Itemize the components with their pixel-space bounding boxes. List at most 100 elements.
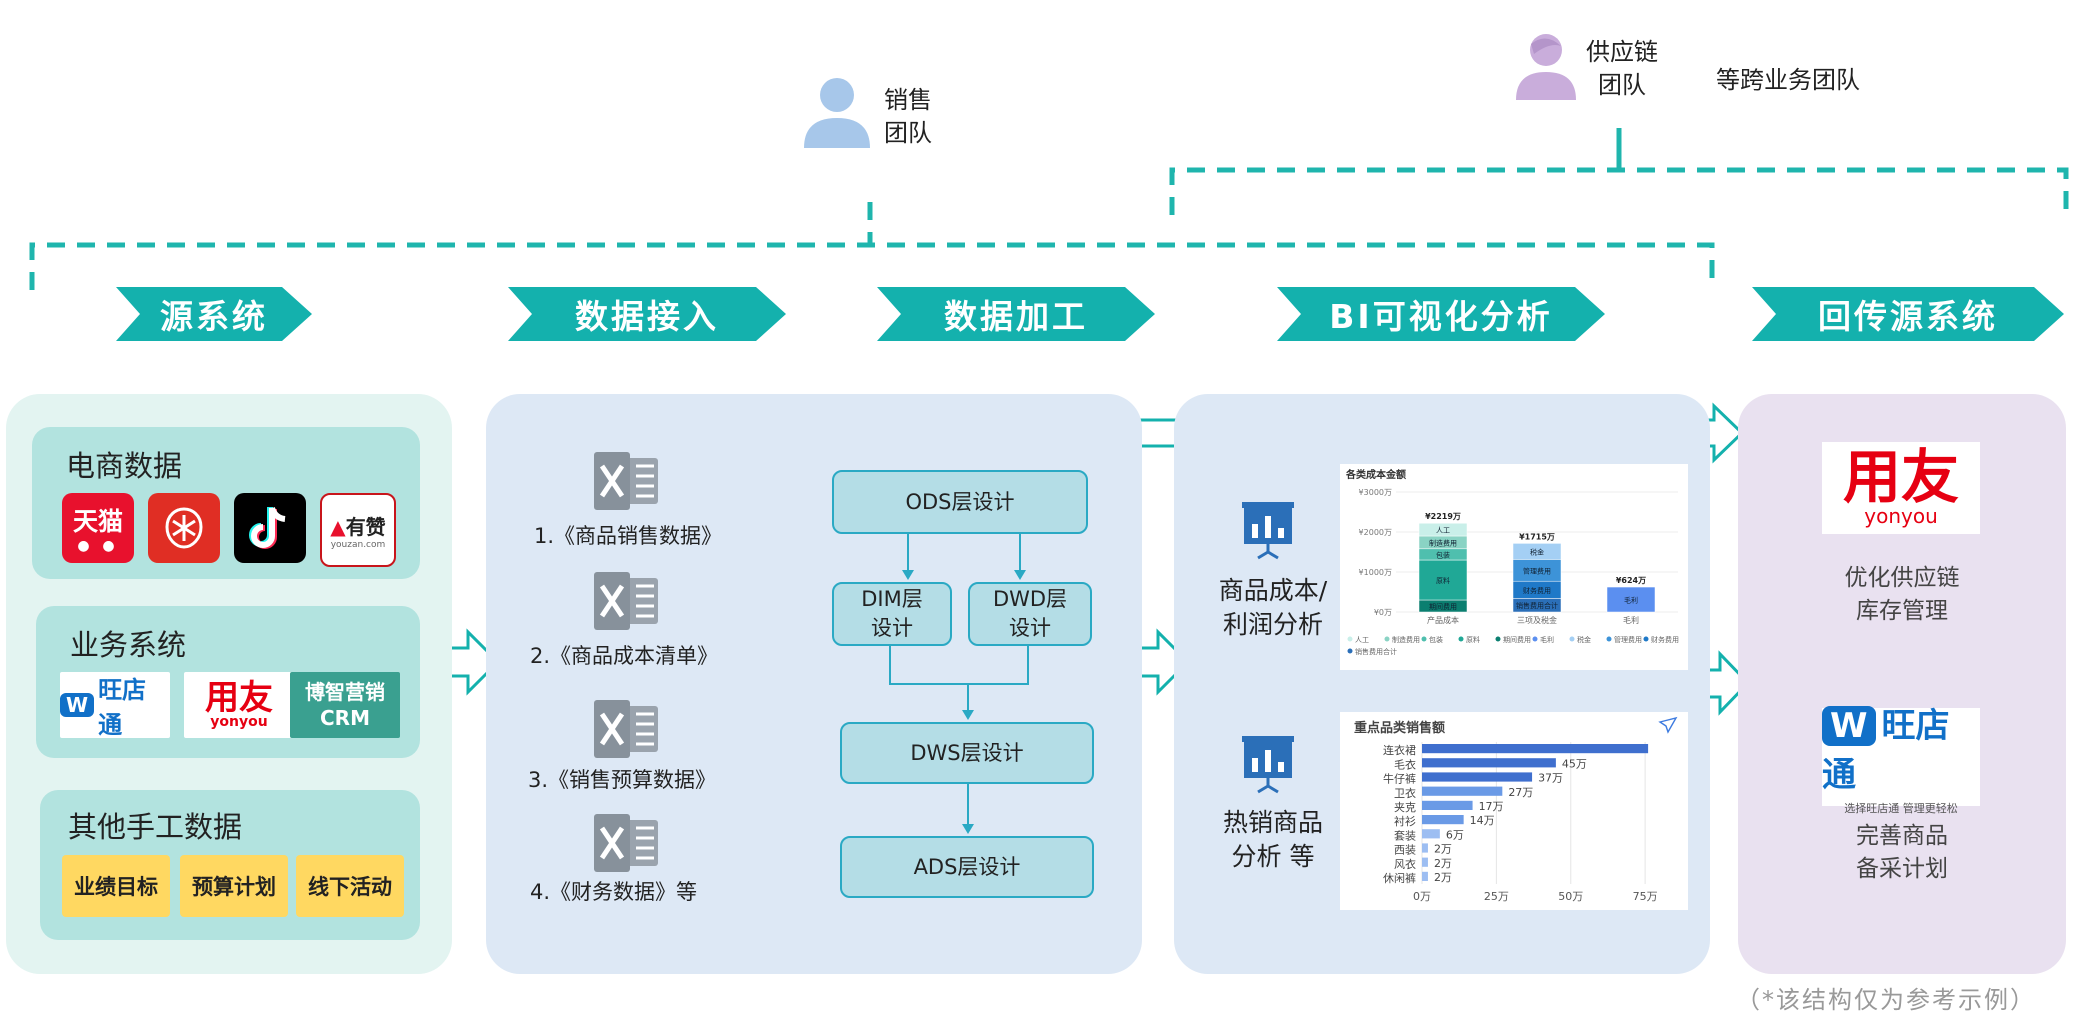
y-category-label: 毛衣 xyxy=(1394,757,1416,771)
arrowhead xyxy=(902,570,914,580)
chip-performance-target: 业绩目标 xyxy=(62,855,170,917)
legend-marker xyxy=(1458,636,1464,642)
bar-total-label: ¥2219万 xyxy=(1425,512,1461,521)
legend-label: 人工 xyxy=(1355,636,1369,644)
send-icon xyxy=(1658,716,1678,734)
legend-marker xyxy=(1347,636,1353,642)
presentation-board-icon xyxy=(1242,736,1294,794)
stage-bi: BI可视化分析 xyxy=(1277,287,1605,341)
segment-label: 销售费用合计 xyxy=(1516,601,1558,610)
pinduoduo-logo xyxy=(148,493,220,563)
y-category-label: 套装 xyxy=(1394,829,1416,842)
bar-value-label: 14万 xyxy=(1470,814,1495,827)
y-tick-label: ¥2000万 xyxy=(1359,528,1392,537)
segment-label: 税金 xyxy=(1530,547,1544,556)
bar-value-label: 2万 xyxy=(1434,871,1452,884)
segment-label: 管理费用 xyxy=(1523,566,1551,575)
analysis-cost-profit-label: 商品成本/利润分析 xyxy=(1218,576,1328,639)
y-category-label: 卫衣 xyxy=(1394,786,1416,800)
stage-ingest: 数据接入 xyxy=(508,287,786,341)
optimize-supply-chain-label: 优化供应链库存管理 xyxy=(1844,565,1960,624)
legend-label: 销售费用合计 xyxy=(1355,647,1397,656)
excel-icon xyxy=(594,814,658,872)
y-category-label: 连衣裙 xyxy=(1383,743,1416,757)
manual-title: 其他手工数据 xyxy=(68,810,243,844)
douyin-note-icon xyxy=(249,506,286,549)
segment-label: 毛利 xyxy=(1624,596,1638,605)
legend-marker xyxy=(1347,648,1353,654)
segment-label: 人工 xyxy=(1436,527,1450,535)
segment-label: 期间费用 xyxy=(1429,602,1457,611)
ingest-item-2: 2.《商品成本清单》 xyxy=(530,644,719,668)
legend-marker xyxy=(1643,636,1649,642)
douyin-logo xyxy=(234,493,306,563)
legend-marker xyxy=(1421,636,1427,642)
legend-label: 毛利 xyxy=(1540,635,1554,644)
ads-layer: ADS层设计 xyxy=(840,836,1094,898)
footnote: （*该结构仅为参考示例） xyxy=(1736,986,2036,1014)
legend-label: 税金 xyxy=(1577,635,1591,644)
excel-icon xyxy=(594,452,658,510)
stage-writeback: 回传源系统 xyxy=(1752,287,2064,341)
y-category-label: 夹克 xyxy=(1394,801,1416,814)
y-category-label: 西装 xyxy=(1394,844,1416,857)
legend-label: 管理费用 xyxy=(1614,635,1642,644)
dim-layer: DIM层设计 xyxy=(832,582,952,646)
bar-value-label: 17万 xyxy=(1479,800,1504,813)
bar xyxy=(1422,857,1428,867)
y-tick-label: ¥3000万 xyxy=(1359,488,1392,497)
bar-total-label: ¥1715万 xyxy=(1519,532,1555,541)
bar-value-label: 2万 xyxy=(1434,843,1452,856)
y-tick-label: ¥1000万 xyxy=(1359,568,1392,577)
bar xyxy=(1422,871,1428,881)
supply-team-label: 供应链团队 xyxy=(1586,38,1658,99)
excel-icon xyxy=(594,572,658,630)
chip-offline-activity: 线下活动 xyxy=(296,855,404,917)
business-title: 业务系统 xyxy=(70,628,187,662)
ingest-item-1: 1.《商品销售数据》 xyxy=(534,524,723,548)
legend-label: 制造费用 xyxy=(1392,635,1420,644)
bar xyxy=(1422,843,1428,853)
analysis-hot-products-label: 热销商品分析 等 xyxy=(1222,808,1323,871)
legend-label: 财务费用 xyxy=(1651,635,1679,644)
arrowhead xyxy=(1014,570,1026,580)
chart-title: 各类成本金额 xyxy=(1345,468,1406,481)
legend-label: 原料 xyxy=(1466,635,1480,644)
bar xyxy=(1422,800,1473,810)
segment-label: 原料 xyxy=(1436,576,1450,585)
x-tick-label: 0万 xyxy=(1413,890,1431,903)
bar-value-label: 45万 xyxy=(1562,757,1587,770)
arrowhead xyxy=(962,824,974,834)
bar-value-label: 2万 xyxy=(1434,857,1452,870)
bar xyxy=(1422,772,1533,782)
legend-marker xyxy=(1569,636,1575,642)
youzan-logo: ▲有赞 youzan.com xyxy=(320,493,396,567)
legend-marker xyxy=(1495,636,1501,642)
supply-person-icon xyxy=(1516,34,1576,100)
segment-label: 包装 xyxy=(1436,550,1450,559)
bar xyxy=(1422,829,1440,839)
x-category-label: 产品成本 xyxy=(1427,615,1459,625)
ecommerce-box: 电商数据 天猫 ● ● ▲有赞 youzan.com xyxy=(32,427,420,579)
bar xyxy=(1422,758,1556,768)
legend-label: 包装 xyxy=(1429,635,1443,644)
dws-layer: DWS层设计 xyxy=(840,722,1094,784)
yonyou-logo: 用友 yonyou xyxy=(184,672,294,738)
legend-marker xyxy=(1532,636,1538,642)
stacked-bar-segment xyxy=(1418,559,1468,601)
dwd-layer: DWD层设计 xyxy=(968,582,1092,646)
sales-team-label: 销售团队 xyxy=(884,86,932,147)
ods-layer: ODS层设计 xyxy=(832,470,1088,534)
excel-icon xyxy=(594,700,658,758)
manual-box: 其他手工数据 业绩目标 预算计划 线下活动 xyxy=(40,790,420,940)
cost-chart-card: 各类成本金额¥0万¥1000万¥2000万¥3000万期间费用原料包装制造费用人… xyxy=(1340,464,1688,670)
stage-source: 源系统 xyxy=(116,287,312,341)
cost-chart: 各类成本金额¥0万¥1000万¥2000万¥3000万期间费用原料包装制造费用人… xyxy=(1345,468,1679,656)
stacked-bar-segment xyxy=(1418,522,1468,537)
y-category-label: 牛仔裤 xyxy=(1383,772,1416,786)
